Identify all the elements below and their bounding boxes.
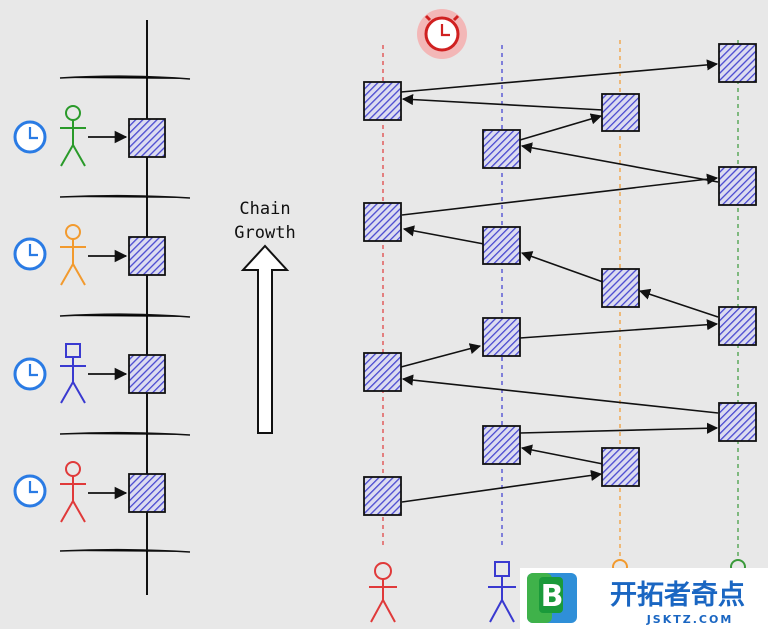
block (128, 354, 166, 394)
stick-figure-icon (60, 105, 86, 167)
watermark-domain: JSKTZ.COM (646, 613, 734, 626)
block (601, 268, 640, 308)
clock-icon (13, 474, 47, 508)
miner-to-block-arrows (88, 130, 128, 500)
block (482, 226, 521, 265)
stick-figure-icon (60, 343, 86, 404)
block (482, 129, 521, 169)
clock-icon (13, 357, 47, 391)
growth-label-line2: Growth (234, 223, 295, 243)
left-blocks (128, 118, 166, 513)
block (718, 402, 757, 442)
block-separators (59, 75, 191, 553)
block (718, 306, 757, 346)
watermark: B 开拓者奇点 JSKTZ.COM (520, 568, 768, 629)
block (363, 476, 402, 516)
right-lanes-panel (363, 9, 757, 623)
arrow-up-icon (240, 244, 290, 434)
block (363, 352, 402, 392)
block-link-arrows (400, 59, 719, 503)
block (718, 43, 757, 83)
block (482, 425, 521, 465)
clock-icon (13, 120, 47, 154)
block (363, 81, 402, 121)
block (128, 473, 166, 513)
block (482, 317, 521, 357)
block (128, 118, 166, 158)
watermark-name: 开拓者奇点 (610, 580, 745, 611)
clock-icon (13, 237, 47, 271)
left-chain-panel (13, 20, 191, 595)
stick-figure-icon (60, 461, 86, 523)
growth-label-line1: Chain (239, 199, 290, 219)
alarm-clock-icon (417, 9, 467, 59)
block (363, 202, 402, 242)
block (128, 236, 166, 276)
block (601, 93, 640, 132)
chain-growth-indicator: Chain Growth (234, 199, 296, 434)
block (718, 166, 757, 206)
stick-figure-icon (488, 561, 516, 623)
stick-figure-icon (369, 562, 397, 623)
block (601, 447, 640, 487)
lane-blocks (363, 43, 757, 516)
stick-figure-icon (60, 224, 86, 286)
watermark-logo-letter: B (541, 579, 564, 614)
